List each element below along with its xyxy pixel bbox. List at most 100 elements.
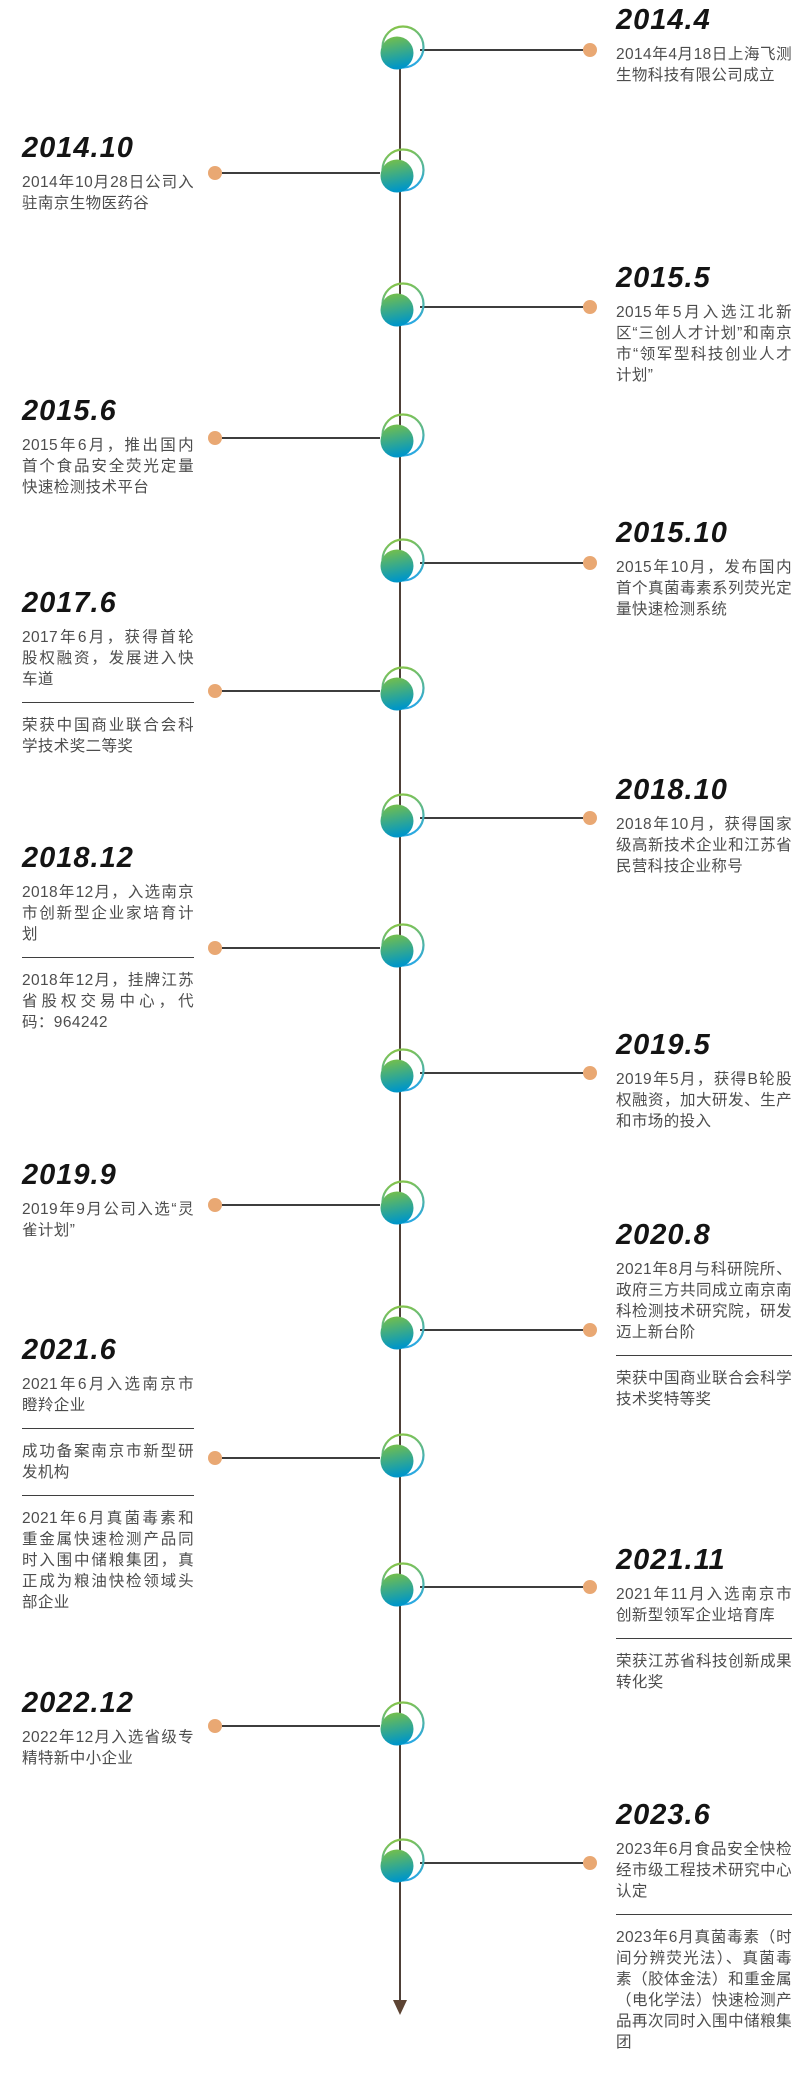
connector-dot <box>208 1451 222 1465</box>
item-date: 2017.6 <box>22 587 117 619</box>
item-date: 2021.6 <box>22 1334 117 1366</box>
item-date: 2015.10 <box>616 517 728 549</box>
item-date: 2018.12 <box>22 842 134 874</box>
connector-line <box>420 562 583 564</box>
timeline-node-icon <box>371 921 427 977</box>
item-text: 2023年6月真菌毒素（时间分辨荧光法）、真菌毒素（胶体金法）和重金属（电化学法… <box>616 1929 792 2052</box>
timeline-item: 2014.4 2014年4月18日上海飞测生物科技有限公司成立 <box>616 5 792 86</box>
connector-line <box>420 1862 583 1864</box>
item-date: 2019.9 <box>22 1159 117 1191</box>
divider <box>22 702 194 704</box>
connector-dot <box>208 684 222 698</box>
timeline-item: 2019.5 2019年5月，获得B轮股权融资，加大研发、生产和市场的投入 <box>616 1030 792 1132</box>
connector-dot <box>208 431 222 445</box>
timeline-item: 2023.6 2023年6月食品安全快检经市级工程技术研究中心认定 2023年6… <box>616 1800 792 2053</box>
timeline-axis-line <box>399 50 401 2002</box>
item-text: 2018年12月，入选南京市创新型企业家培育计划 <box>22 884 194 944</box>
item-date: 2015.5 <box>616 262 711 294</box>
connector-line <box>222 172 380 174</box>
item-date: 2022.12 <box>22 1687 134 1719</box>
connector-line <box>420 1072 583 1074</box>
connector-dot <box>583 300 597 314</box>
connector-line <box>222 1725 380 1727</box>
timeline-node-icon <box>371 1178 427 1234</box>
item-date: 2019.5 <box>616 1029 711 1061</box>
timeline-node-icon <box>371 536 427 592</box>
item-date: 2020.8 <box>616 1219 711 1251</box>
connector-dot <box>208 166 222 180</box>
timeline-item: 2019.9 2019年9月公司入选“灵雀计划” <box>22 1160 194 1241</box>
item-text: 荣获中国商业联合会科学技术奖二等奖 <box>22 717 194 756</box>
item-date: 2018.10 <box>616 774 728 806</box>
connector-line <box>420 1329 583 1331</box>
item-text: 2021年6月真菌毒素和重金属快速检测产品同时入围中储粮集团，真正成为粮油快检领… <box>22 1510 194 1612</box>
connector-line <box>420 1586 583 1588</box>
item-text: 2015年6月，推出国内首个食品安全荧光定量快速检测技术平台 <box>22 437 194 497</box>
connector-line <box>222 1457 380 1459</box>
timeline-item: 2018.12 2018年12月，入选南京市创新型企业家培育计划 2018年12… <box>22 843 194 1033</box>
connector-dot <box>208 1719 222 1733</box>
item-date: 2015.6 <box>22 395 117 427</box>
connector-line <box>222 690 380 692</box>
item-text: 2019年9月公司入选“灵雀计划” <box>22 1201 194 1240</box>
timeline-node-icon <box>371 664 427 720</box>
timeline-item: 2014.10 2014年10月28日公司入驻南京生物医药谷 <box>22 133 194 214</box>
connector-dot <box>583 1856 597 1870</box>
timeline-node-icon <box>371 280 427 336</box>
timeline-item: 2021.11 2021年11月入选南京市创新型领军企业培育库 荣获江苏省科技创… <box>616 1545 792 1693</box>
timeline-node-icon <box>371 791 427 847</box>
timeline-item: 2021.6 2021年6月入选南京市瞪羚企业 成功备案南京市新型研发机构 20… <box>22 1335 194 1613</box>
item-text: 2015年10月，发布国内首个真菌毒素系列荧光定量快速检测系统 <box>616 559 792 619</box>
timeline-arrow-down-icon <box>393 2000 407 2015</box>
item-date: 2014.10 <box>22 132 134 164</box>
timeline-node-icon <box>371 1046 427 1102</box>
divider <box>616 1638 792 1640</box>
connector-dot <box>583 556 597 570</box>
timeline-node-icon <box>371 1699 427 1755</box>
connector-line <box>222 1204 380 1206</box>
connector-dot <box>583 1066 597 1080</box>
item-text: 2017年6月，获得首轮股权融资，发展进入快车道 <box>22 629 194 689</box>
connector-line <box>420 49 583 51</box>
timeline-item: 2015.6 2015年6月，推出国内首个食品安全荧光定量快速检测技术平台 <box>22 396 194 498</box>
connector-dot <box>583 1580 597 1594</box>
item-text: 2021年8月与科研院所、政府三方共同成立南京南科检测技术研究院，研发迈上新台阶 <box>616 1261 792 1342</box>
timeline-item: 2017.6 2017年6月，获得首轮股权融资，发展进入快车道 荣获中国商业联合… <box>22 588 194 757</box>
item-text: 2015年5月入选江北新区“三创人才计划”和南京市“领军型科技创业人才计划” <box>616 304 792 385</box>
item-text: 2021年11月入选南京市创新型领军企业培育库 <box>616 1586 792 1625</box>
item-text: 2018年12月，挂牌江苏省股权交易中心，代码：964242 <box>22 972 194 1032</box>
timeline-node-icon <box>371 411 427 467</box>
connector-dot <box>208 1198 222 1212</box>
connector-line <box>420 306 583 308</box>
connector-line <box>420 817 583 819</box>
timeline-item: 2015.5 2015年5月入选江北新区“三创人才计划”和南京市“领军型科技创业… <box>616 263 792 386</box>
item-text: 荣获中国商业联合会科学技术奖特等奖 <box>616 1370 792 1409</box>
divider <box>616 1355 792 1357</box>
timeline-item: 2018.10 2018年10月，获得国家级高新技术企业和江苏省民营科技企业称号 <box>616 775 792 877</box>
item-text: 2019年5月，获得B轮股权融资，加大研发、生产和市场的投入 <box>616 1071 792 1131</box>
connector-line <box>222 437 380 439</box>
connector-dot <box>583 43 597 57</box>
item-date: 2023.6 <box>616 1799 711 1831</box>
connector-line <box>222 947 380 949</box>
timeline-item: 2015.10 2015年10月，发布国内首个真菌毒素系列荧光定量快速检测系统 <box>616 518 792 620</box>
item-text: 2021年6月入选南京市瞪羚企业 <box>22 1376 194 1415</box>
item-date: 2021.11 <box>616 1544 726 1576</box>
connector-dot <box>208 941 222 955</box>
timeline-node-icon <box>371 1431 427 1487</box>
item-text: 2022年12月入选省级专精特新中小企业 <box>22 1729 194 1768</box>
item-text: 2018年10月，获得国家级高新技术企业和江苏省民营科技企业称号 <box>616 816 792 876</box>
timeline-node-icon <box>371 146 427 202</box>
divider <box>22 1428 194 1430</box>
item-text: 2014年4月18日上海飞测生物科技有限公司成立 <box>616 46 792 85</box>
timeline-node-icon <box>371 1560 427 1616</box>
item-text: 2023年6月食品安全快检经市级工程技术研究中心认定 <box>616 1841 792 1901</box>
timeline-item: 2022.12 2022年12月入选省级专精特新中小企业 <box>22 1688 194 1769</box>
timeline-node-icon <box>371 1303 427 1359</box>
item-text: 成功备案南京市新型研发机构 <box>22 1443 194 1482</box>
divider <box>22 1495 194 1497</box>
connector-dot <box>583 811 597 825</box>
connector-dot <box>583 1323 597 1337</box>
item-date: 2014.4 <box>616 4 711 36</box>
